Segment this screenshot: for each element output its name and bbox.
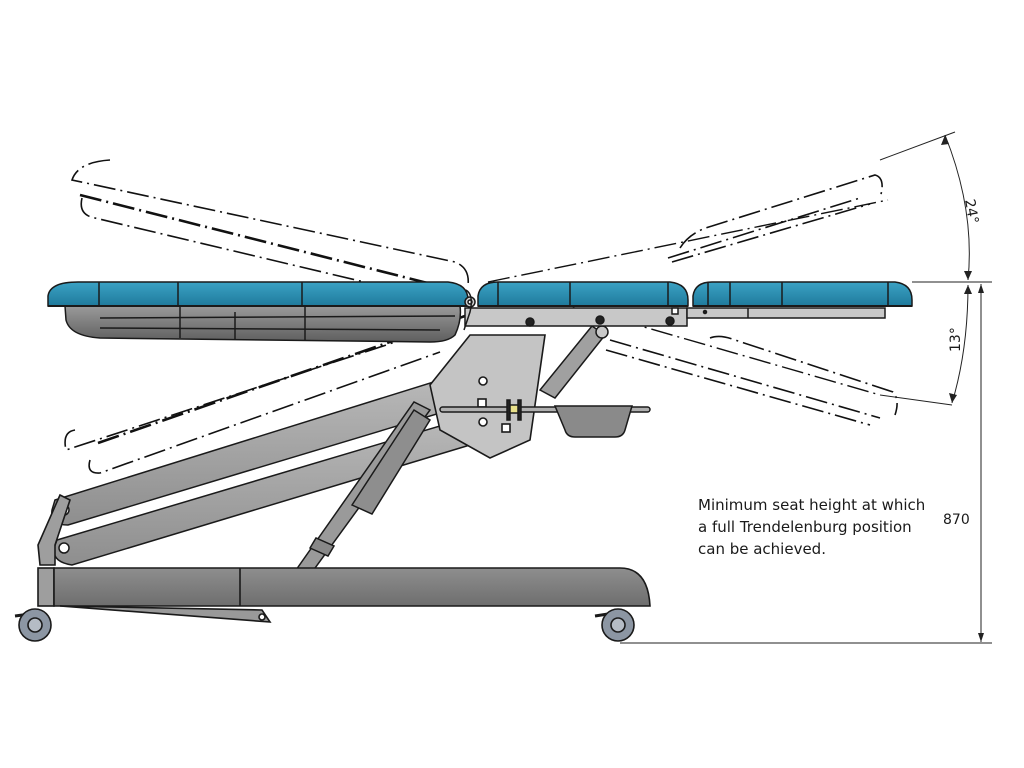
tray <box>439 399 651 438</box>
tilt-down-angle-label: 13° <box>948 327 964 352</box>
phantom-leg-down <box>605 335 898 426</box>
note-line: Minimum seat height at which <box>698 496 926 514</box>
tilt-actuator <box>538 324 609 399</box>
dimension-arrowheads <box>941 135 984 642</box>
pivot-plate <box>429 334 546 459</box>
hinge <box>463 289 476 331</box>
head-section <box>47 281 469 343</box>
caster-rear <box>14 608 52 642</box>
phantom-leg-up <box>667 174 883 263</box>
phantom-head-up <box>70 159 470 301</box>
tilt-up-angle-label: 24° <box>961 198 981 225</box>
base-frame <box>37 493 651 623</box>
leg-section <box>692 281 913 307</box>
trendelenburg-note: Minimum seat height at which a full Tren… <box>698 494 948 560</box>
note-line: can be achieved. <box>698 540 826 558</box>
caster-front <box>594 608 635 642</box>
dimension-lines <box>620 131 992 644</box>
top-frame-rail <box>464 307 886 327</box>
seat-height-dimension: 870 <box>943 512 970 528</box>
seat-section <box>477 281 689 307</box>
note-line: a full Trendelenburg position <box>698 518 912 536</box>
